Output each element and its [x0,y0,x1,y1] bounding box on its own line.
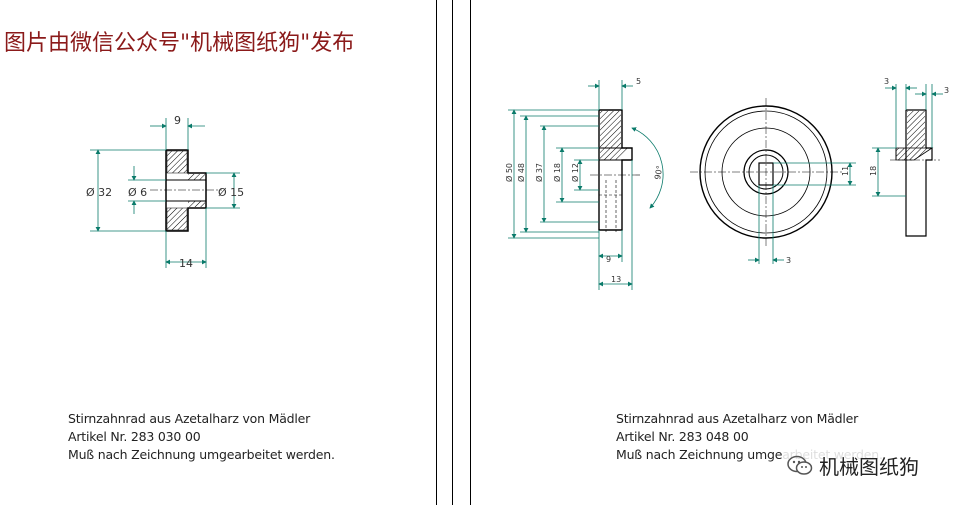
left-gear-section [150,149,222,232]
right-gear-front-view [690,98,842,248]
dim-dia-12: Ø 12 [570,163,580,182]
front-view-dimensions [748,162,856,264]
right-note-line-2: Artikel Nr. 283 048 00 [616,429,749,444]
dim-side-top-b: 3 [944,86,949,95]
dim-bottom-9: 9 [606,255,611,264]
dim-hub-diameter: Ø 15 [218,186,244,199]
right-section-dimensions [508,80,664,290]
left-note-line-1: Stirnzahnrad aus Azetalharz von Mädler [68,411,311,426]
side-view-dimensions [872,84,943,197]
dim-front-slot: 3 [786,256,791,265]
left-note-line-3: Muß nach Zeichnung umgearbeitet werden. [68,447,335,462]
dim-dia-18: Ø 18 [552,163,562,182]
dim-bottom-13: 13 [611,275,621,284]
left-dimension-labels: 9 Ø 32 Ø 6 Ø 15 14 [86,114,244,270]
dim-outer-diameter: Ø 32 [86,186,112,199]
dim-dia-50: Ø 50 [504,163,514,182]
front-view-labels: 11 3 [786,166,850,265]
dim-dia-48: Ø 48 [516,163,526,182]
left-note-line-2: Artikel Nr. 283 030 00 [68,429,201,444]
wechat-watermark: 机械图纸狗 [783,449,923,482]
watermark-text: 机械图纸狗 [819,455,919,479]
left-dimensions [90,118,240,268]
dim-side-top-a: 3 [884,77,889,86]
publisher-banner: 图片由微信公众号"机械图纸狗"发布 [4,31,355,56]
right-note-line-1: Stirnzahnrad aus Azetalharz von Mädler [616,411,859,426]
dim-dia-37: Ø 37 [534,163,544,182]
sheet-border-lines [436,0,471,505]
left-part-note: Stirnzahnrad aus Azetalharz von Mädler A… [68,410,335,464]
wechat-icon [787,455,813,475]
dim-top-width: 5 [636,77,641,86]
dim-width-bottom: 14 [179,257,193,270]
right-gear-side-view [890,109,940,237]
right-section-labels: 5 Ø 50 Ø 48 Ø 37 Ø 18 Ø 12 90° 9 13 [504,77,664,284]
dim-angle: 90° [653,165,664,181]
dim-bore-diameter: Ø 6 [128,186,147,199]
dim-front-key: 11 [841,166,850,176]
dim-side-18: 18 [869,166,878,176]
dim-width-top: 9 [174,114,181,127]
side-view-labels: 3 3 18 [869,77,949,176]
